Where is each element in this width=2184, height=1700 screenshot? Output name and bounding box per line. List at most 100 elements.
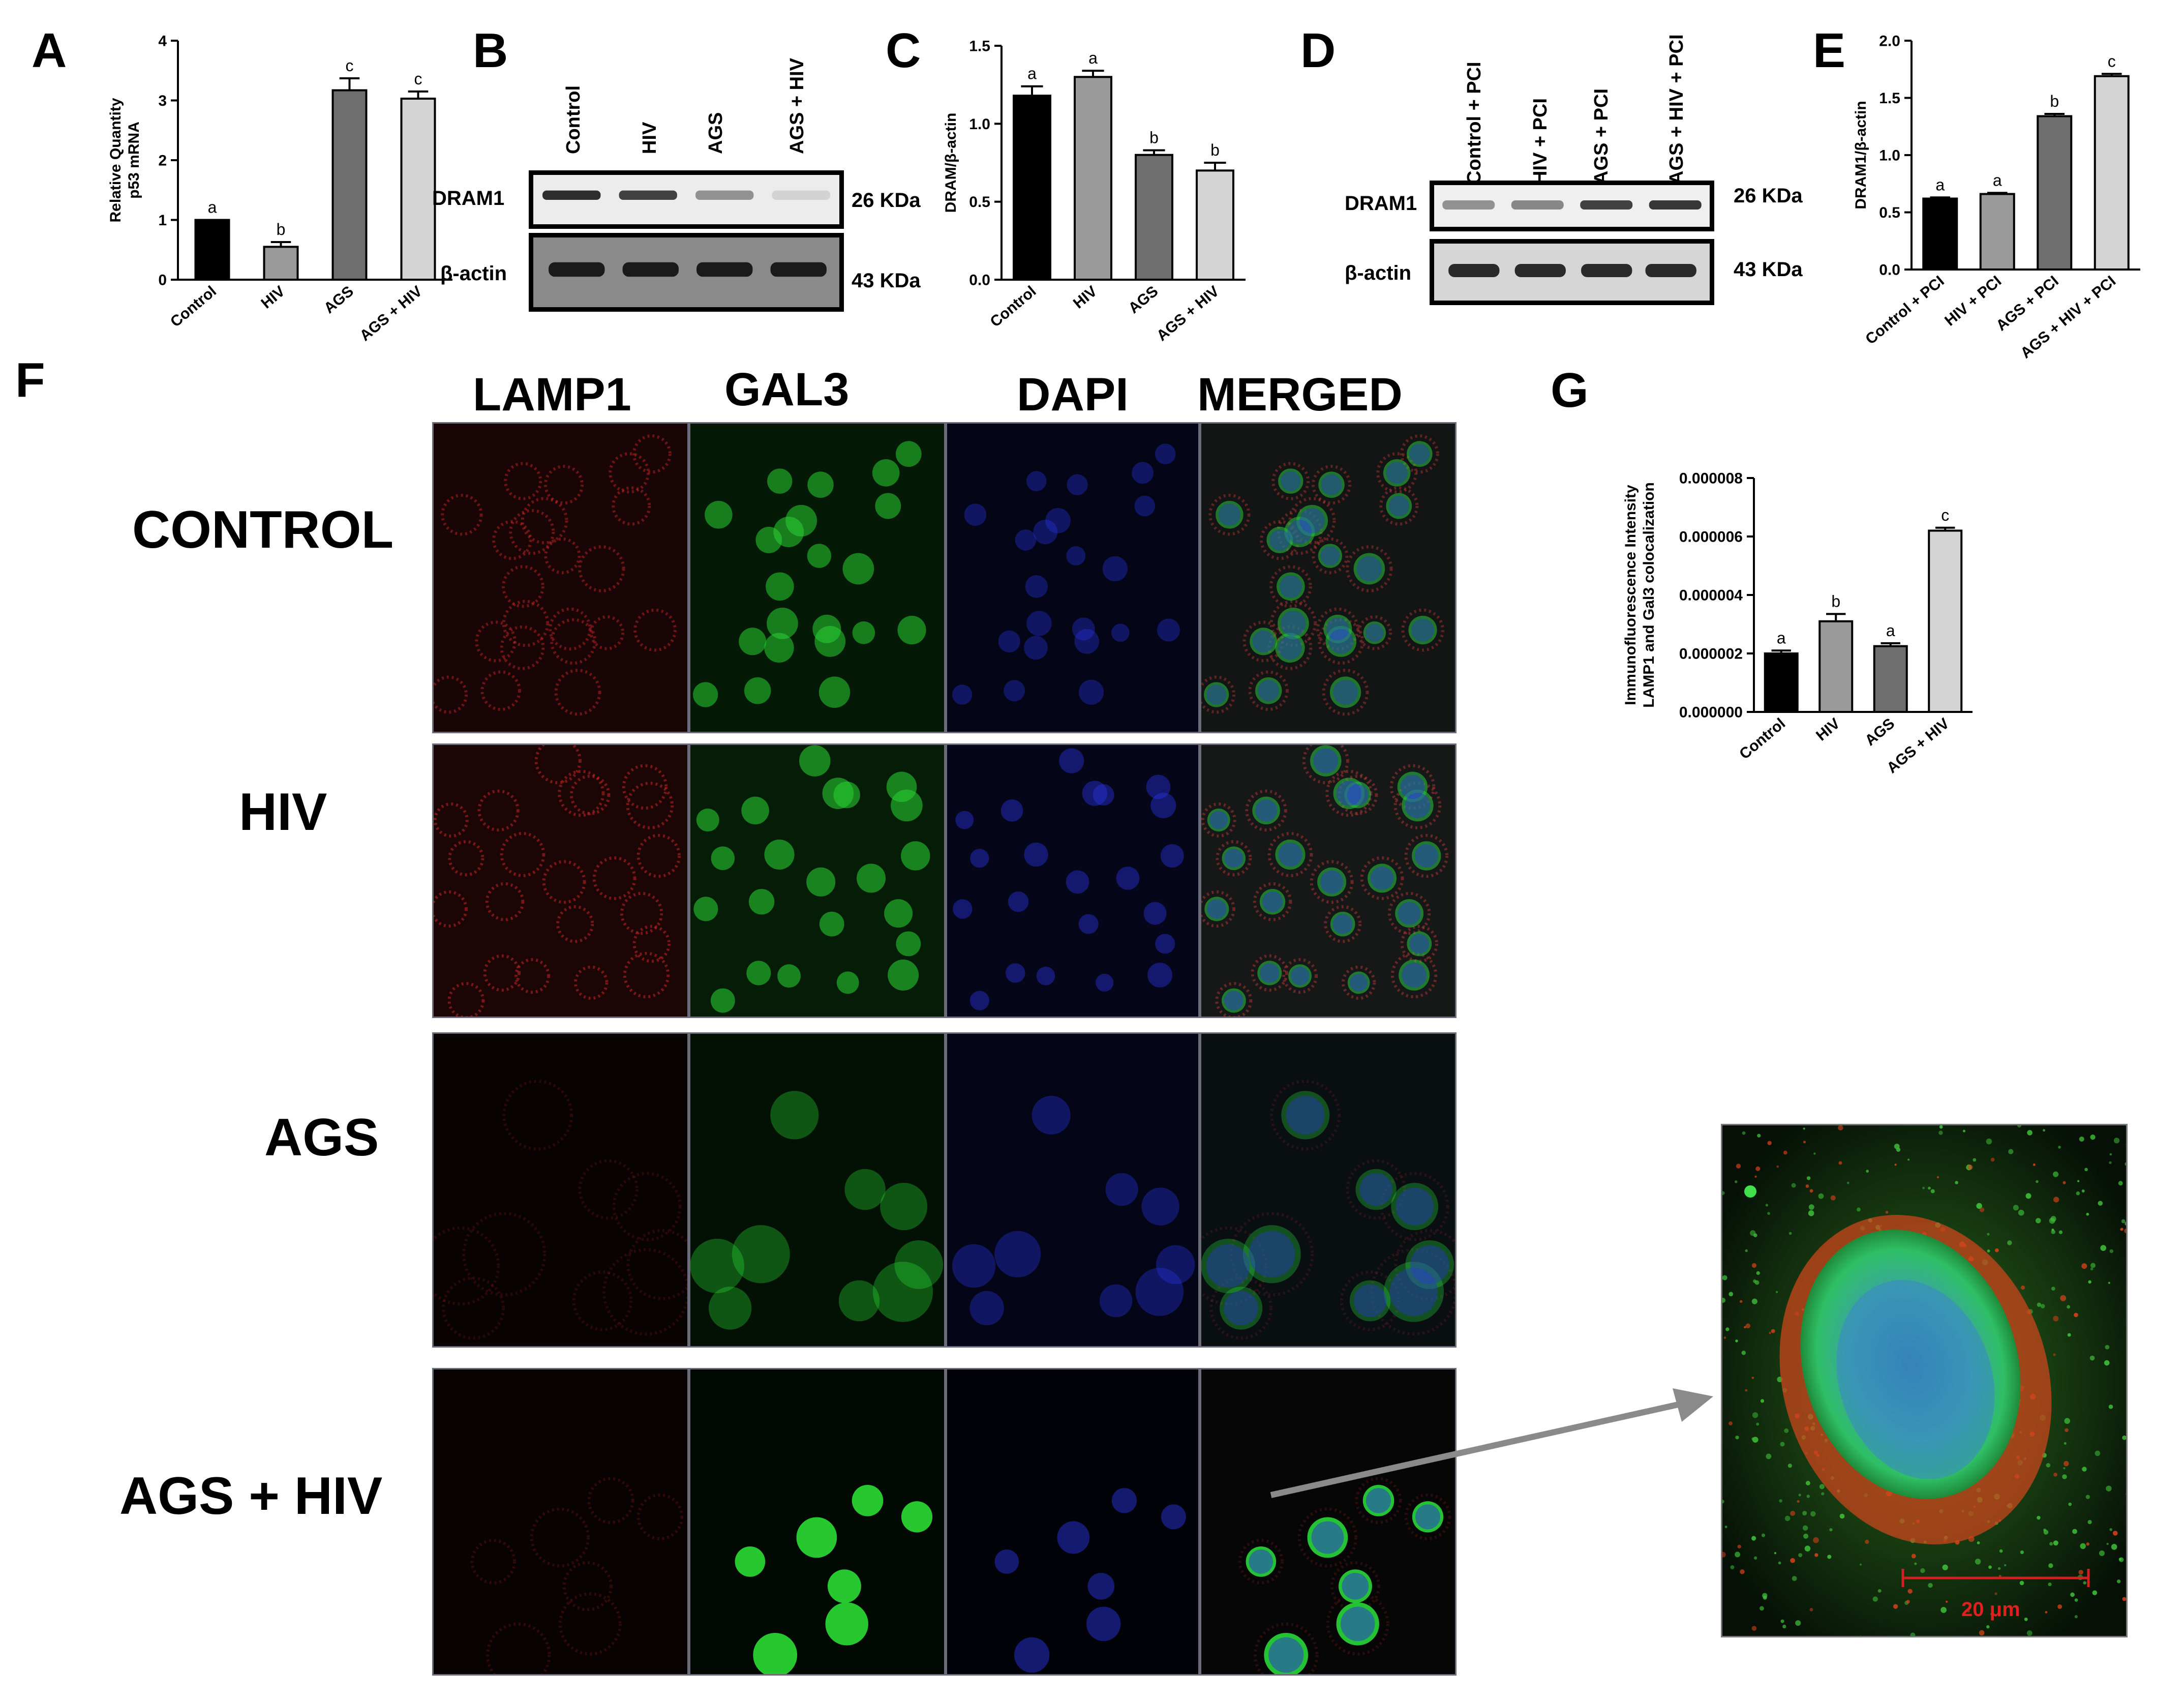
micro-image: [434, 1369, 687, 1674]
blot-band: [1442, 200, 1495, 210]
micro-tile-hiv-gal3: [689, 743, 946, 1018]
blot-b-lane-1: Control: [563, 85, 584, 154]
zoom-inset: 20 μm: [1721, 1124, 2128, 1637]
blot-b-size-actin: 43 KDa: [852, 270, 921, 292]
micro-image: [434, 745, 687, 1017]
chart-g: 0.0000000.0000020.0000040.0000060.000008…: [1622, 470, 1973, 777]
chart-g-ytick-label: 0.000004: [1679, 587, 1743, 604]
chart-a-category-label: AGS: [321, 283, 357, 317]
chart-e-ytick-label: 1.5: [1879, 90, 1900, 107]
chart-e-bar: [1979, 193, 2015, 271]
chart-a-ytick-label: 3: [158, 93, 167, 109]
chart-e-ylabel: DRAM1/β-actin: [1853, 101, 1869, 209]
blot-b-dram1-bands: [542, 190, 830, 200]
blot-band: [1580, 200, 1633, 210]
chart-e-significance-letter: a: [1935, 175, 1945, 194]
chart-a-bar: [331, 89, 368, 281]
micro-image: [690, 1369, 944, 1674]
chart-c-bar: [1013, 95, 1051, 281]
micro-tile-control-merged: [1200, 422, 1457, 733]
panel-label-d: D: [1300, 23, 1336, 78]
blot-band: [695, 190, 754, 200]
blot-d-actin-bands: [1434, 244, 1710, 301]
micro-tile-hiv-dapi: [946, 743, 1200, 1018]
chart-e-category-label: AGS + HIV + PCI: [2017, 273, 2119, 362]
chart-a-bar: [400, 97, 436, 281]
chart-e-significance-letter: a: [1993, 171, 2002, 189]
chart-a-ylabel: p53 mRNA: [126, 122, 142, 199]
micro-tile-hiv-lamp1: [432, 743, 689, 1018]
chart-a-significance-letter: b: [277, 220, 286, 238]
blot-d-dram1: [1430, 181, 1714, 231]
chart-c-category-label: Control: [987, 283, 1040, 331]
column-header-gal3: GAL3: [724, 364, 850, 415]
micro-tile-ags-merged: [1200, 1032, 1457, 1348]
chart-g-bar: [1818, 620, 1854, 713]
micro-tile-control-lamp1: [432, 422, 689, 733]
blot-d-row-label-dram1: DRAM1: [1345, 192, 1417, 215]
row-header-ags-hiv: AGS + HIV: [119, 1467, 383, 1526]
blot-d-lane-3: AGS + PCI: [1591, 88, 1612, 185]
chart-a-bar: [194, 219, 230, 281]
chart-a-significance-letter: a: [208, 198, 217, 217]
chart-g-category-label: AGS: [1862, 715, 1898, 749]
row-header-control: CONTROL: [132, 500, 394, 559]
micro-tile-ags-dapi: [946, 1032, 1200, 1348]
micro-tile-hiv-merged: [1200, 743, 1457, 1018]
scale-bar-label: 20 μm: [1961, 1598, 2020, 1621]
chart-c-category-label: AGS + HIV: [1154, 283, 1223, 344]
micro-tile-control-dapi: [946, 422, 1200, 733]
chart-a-category-label: AGS + HIV: [356, 283, 426, 344]
micro-image: [947, 1369, 1198, 1674]
chart-e-significance-letter: b: [2050, 92, 2059, 110]
chart-a-ytick-label: 4: [158, 33, 167, 50]
blot-d-size-actin: 43 KDa: [1734, 258, 1803, 281]
chart-e-ytick-label: 2.0: [1879, 33, 1900, 50]
micro-image: [434, 424, 687, 732]
chart-g-ytick-label: 0.000006: [1679, 529, 1743, 546]
blot-d-lane-4: AGS + HIV + PCI: [1666, 34, 1687, 185]
blot-d-row-label-actin: β-actin: [1345, 262, 1412, 284]
micro-image: [434, 1034, 687, 1346]
blot-d-actin: [1430, 239, 1714, 305]
blot-band: [542, 190, 601, 200]
chart-a-category-label: HIV: [258, 283, 288, 312]
chart-c-category-label: HIV: [1070, 283, 1101, 312]
blot-d-size-dram1: 26 KDa: [1734, 185, 1803, 207]
micro-image: [947, 424, 1198, 732]
blot-b-actin-bands: [533, 237, 839, 307]
column-header-lamp1: LAMP1: [473, 369, 631, 421]
blot-band: [619, 190, 677, 200]
micro-tile-ags-hiv-lamp1: [432, 1368, 689, 1676]
chart-g-bar: [1873, 645, 1908, 713]
micro-image: [1201, 745, 1455, 1017]
micro-tile-ags-hiv-merged: [1200, 1368, 1457, 1676]
micro-tile-ags-lamp1: [432, 1032, 689, 1348]
chart-c-significance-letter: a: [1027, 65, 1037, 83]
chart-c: 0.00.51.01.5DRAM/β-actinaControlaHIVbAGS…: [943, 38, 1246, 344]
blot-b-actin: [529, 233, 844, 312]
chart-a-bar: [263, 246, 299, 281]
chart-e-ytick-label: 1.0: [1879, 147, 1900, 164]
chart-g-ylabel: LAMP1 and Gal3 colocalization: [1641, 482, 1657, 707]
micro-tile-control-gal3: [689, 422, 946, 733]
column-header-dapi: DAPI: [1017, 369, 1129, 421]
micro-tile-ags-hiv-gal3: [689, 1368, 946, 1676]
chart-a-ytick-label: 1: [158, 212, 167, 229]
chart-g-bar: [1764, 652, 1799, 713]
chart-g-category-label: HIV: [1813, 715, 1843, 744]
chart-c-bar: [1074, 76, 1112, 281]
zoom-arrow: [1270, 1388, 1713, 1498]
micro-tile-ags-gal3: [689, 1032, 946, 1348]
chart-g-significance-letter: b: [1831, 592, 1840, 610]
micro-image: [690, 424, 944, 732]
panel-label-b: B: [473, 23, 508, 78]
micro-tile-ags-hiv-dapi: [946, 1368, 1200, 1676]
chart-g-ytick-label: 0.000000: [1679, 704, 1743, 721]
chart-g-significance-letter: a: [1777, 629, 1786, 647]
blot-band: [1649, 200, 1702, 210]
chart-c-ytick-label: 0.5: [969, 194, 990, 211]
chart-a-category-label: Control: [167, 283, 220, 331]
